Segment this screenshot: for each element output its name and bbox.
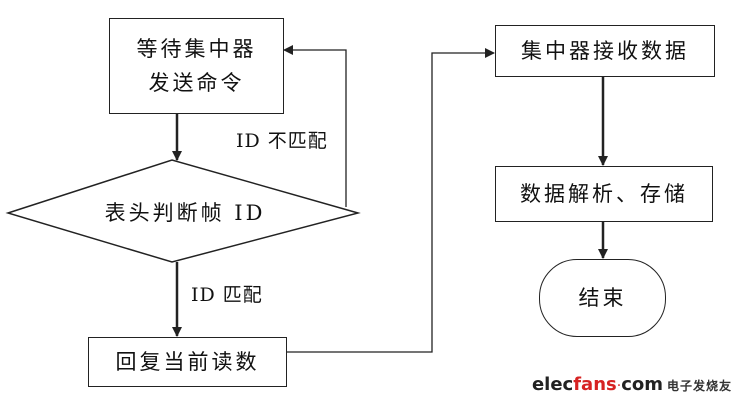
edge-judge-back-to-wait xyxy=(283,45,347,207)
watermark-dot: · xyxy=(616,378,622,394)
edge-label-id-mismatch: ID 不匹配 xyxy=(236,130,328,152)
node-judge-frame-id: 表头判断帧 ID xyxy=(104,201,266,225)
watermark-brand: elecfans xyxy=(531,374,617,395)
edge-reply-to-receive xyxy=(287,48,495,353)
node-reply-reading: 回复当前读数 xyxy=(88,337,287,387)
node-parse-store: 数据解析、存储 xyxy=(495,166,713,222)
node-concentrator-receive: 集中器接收数据 xyxy=(495,25,715,77)
edge-label-id-match: ID 匹配 xyxy=(191,284,263,306)
watermark-brand-cn: 电子发烧友 xyxy=(666,379,732,393)
watermark-domain: com xyxy=(621,374,663,395)
node-wait-command: 等待集中器 发送命令 xyxy=(109,18,284,114)
decision-diamond xyxy=(5,159,361,263)
watermark-logo: elecfans · com 电子发烧友 xyxy=(532,374,732,395)
node-end: 结束 xyxy=(539,259,666,337)
